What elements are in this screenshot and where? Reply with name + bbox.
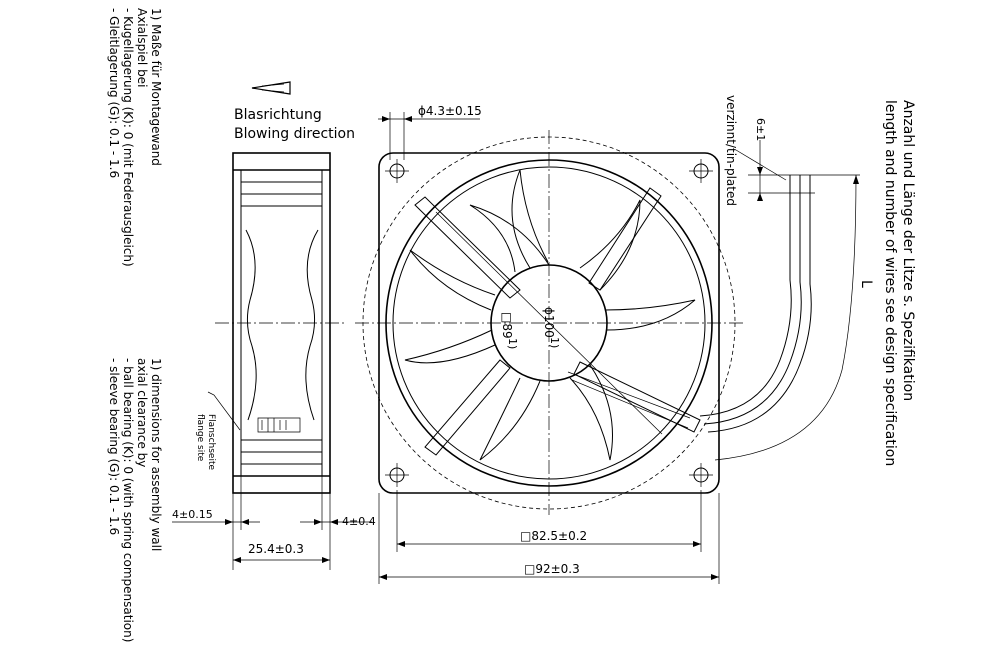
dim-square-82: □82.5±0.2	[520, 529, 587, 543]
dim-circle-note: 1)	[548, 337, 561, 348]
dim-square-89: □89	[500, 312, 514, 339]
blowing-label-en: Blowing direction	[234, 126, 355, 142]
front-view	[355, 130, 745, 515]
hub-diameter-label: ϕ100 1)	[542, 307, 561, 348]
flange-site-label: Flanschseite flange site	[195, 414, 216, 470]
wire-spec-en: length and number of wires see design sp…	[882, 100, 898, 466]
tin-length-label: 6±1	[754, 118, 767, 141]
front-dimensions	[378, 490, 720, 584]
fan-blades	[404, 169, 696, 461]
dim-right-offset: 4±0.4	[342, 515, 376, 528]
dim-wire-length: L	[858, 280, 874, 288]
notes-english: 1) dimensions for assembly wall axial cl…	[107, 358, 163, 642]
flange-label-de: Flanschseite	[206, 414, 216, 470]
dim-depth: 25.4±0.3	[248, 542, 304, 556]
note-de-line4: - Gleitlagerung (G): 0.1 - 1.6	[107, 8, 121, 178]
wire-length-label: L	[858, 280, 874, 288]
note-en-line1: 1) dimensions for assembly wall	[149, 358, 163, 551]
side-dimensions	[172, 476, 372, 570]
blowing-label-de: Blasrichtung	[234, 107, 322, 123]
wire-tinned-text: verzinnt/tin-plated	[724, 95, 738, 206]
dim-left-offset: 4±0.15	[172, 508, 213, 521]
note-de-line3: - Kugellagerung (K): 0 (mit Federausglei…	[121, 8, 135, 267]
blowing-direction-arrow	[251, 81, 291, 95]
note-de-line1: 1) Maße für Montagewand	[149, 8, 163, 166]
dim-circle: ϕ100	[542, 307, 556, 338]
notes-german: 1) Maße für Montagewand Axialspiel bei -…	[107, 8, 163, 267]
note-en-line2: axial clearance by	[135, 358, 149, 467]
tinned-label: verzinnt/tin-plated	[724, 95, 738, 206]
dim-wire-tin: 6±1	[754, 118, 767, 141]
lead-wires	[699, 140, 860, 461]
dim-square-92: □92±0.3	[524, 562, 580, 576]
dim-square-89-note: 1)	[506, 338, 519, 349]
side-view	[207, 152, 345, 494]
flange-label-en: flange site	[195, 414, 205, 462]
note-en-line4: - sleeve bearing (G): 0.1 - 1.6	[107, 358, 121, 535]
frame-struts	[414, 187, 701, 456]
wire-spec-de: Anzahl und Länge der Litze s. Spezifikat…	[900, 100, 916, 401]
dim-hole: ϕ4.3±0.15	[418, 104, 482, 118]
note-de-line2: Axialspiel bei	[135, 8, 149, 87]
mounting-holes	[385, 159, 713, 487]
wire-spec-notes: Anzahl und Länge der Litze s. Spezifikat…	[882, 100, 916, 466]
hub-square-label: □89 1)	[500, 312, 519, 349]
hole-dimension	[378, 112, 480, 160]
note-en-line3: - ball bearing (K): 0 (with spring compe…	[121, 358, 135, 642]
